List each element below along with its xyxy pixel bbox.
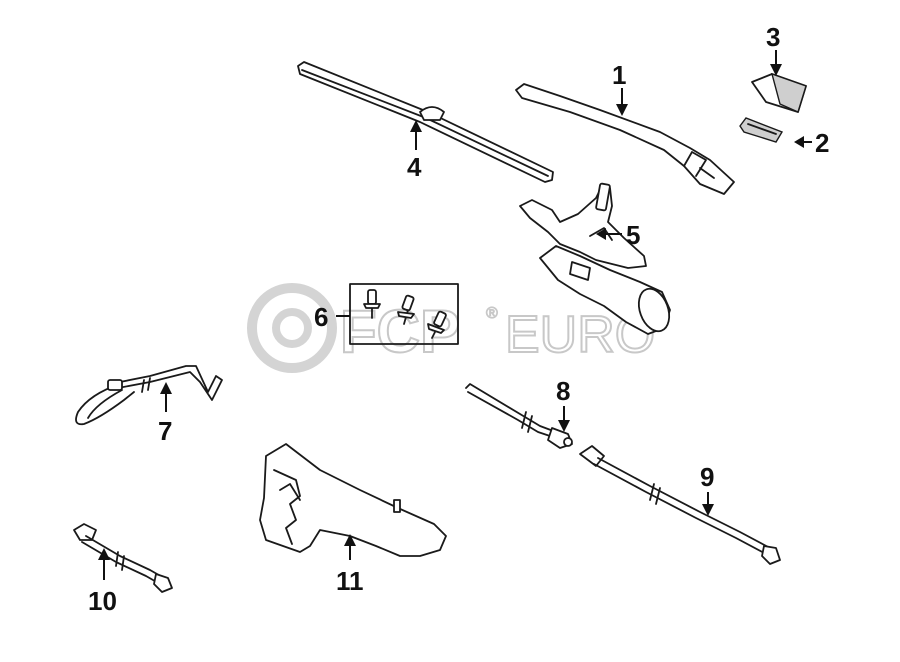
watermark-logo-ring: [247, 283, 337, 373]
wiper-motor-part[interactable]: [519, 182, 675, 335]
callout-1: 1: [612, 60, 626, 90]
bolt-3: [427, 310, 447, 339]
callout-10: 10: [88, 586, 117, 616]
callout-3: 3: [766, 22, 780, 52]
bolt-1: [363, 289, 381, 319]
callout-9: 9: [700, 462, 714, 492]
watermark-registered-mark: ®: [486, 305, 498, 322]
bolt-set-box: [349, 283, 459, 345]
bolt-set-part[interactable]: [349, 283, 459, 345]
cap-insert-part[interactable]: [739, 117, 784, 143]
callout-7: 7: [158, 416, 172, 446]
callout-8: 8: [556, 376, 570, 406]
bolt-2: [397, 294, 415, 325]
callout-5: 5: [626, 220, 640, 250]
watermark-logo-inner: [272, 308, 312, 348]
washer-line-connector-part[interactable]: [465, 383, 573, 449]
wiper-arm-part[interactable]: [515, 83, 735, 195]
washer-reservoir-part[interactable]: [259, 443, 447, 557]
callout-11: 11: [336, 566, 364, 596]
callout-6: 6: [314, 302, 328, 332]
arm-cap-part[interactable]: [751, 72, 807, 113]
callout-4: 4: [407, 152, 422, 182]
callout-2: 2: [815, 128, 829, 158]
long-hose-part[interactable]: [579, 445, 781, 565]
washer-hose-part[interactable]: [75, 365, 223, 426]
nozzle-hose-part[interactable]: [73, 523, 173, 593]
wiper-blade-part[interactable]: [297, 61, 554, 183]
leader-lines: [98, 50, 812, 580]
